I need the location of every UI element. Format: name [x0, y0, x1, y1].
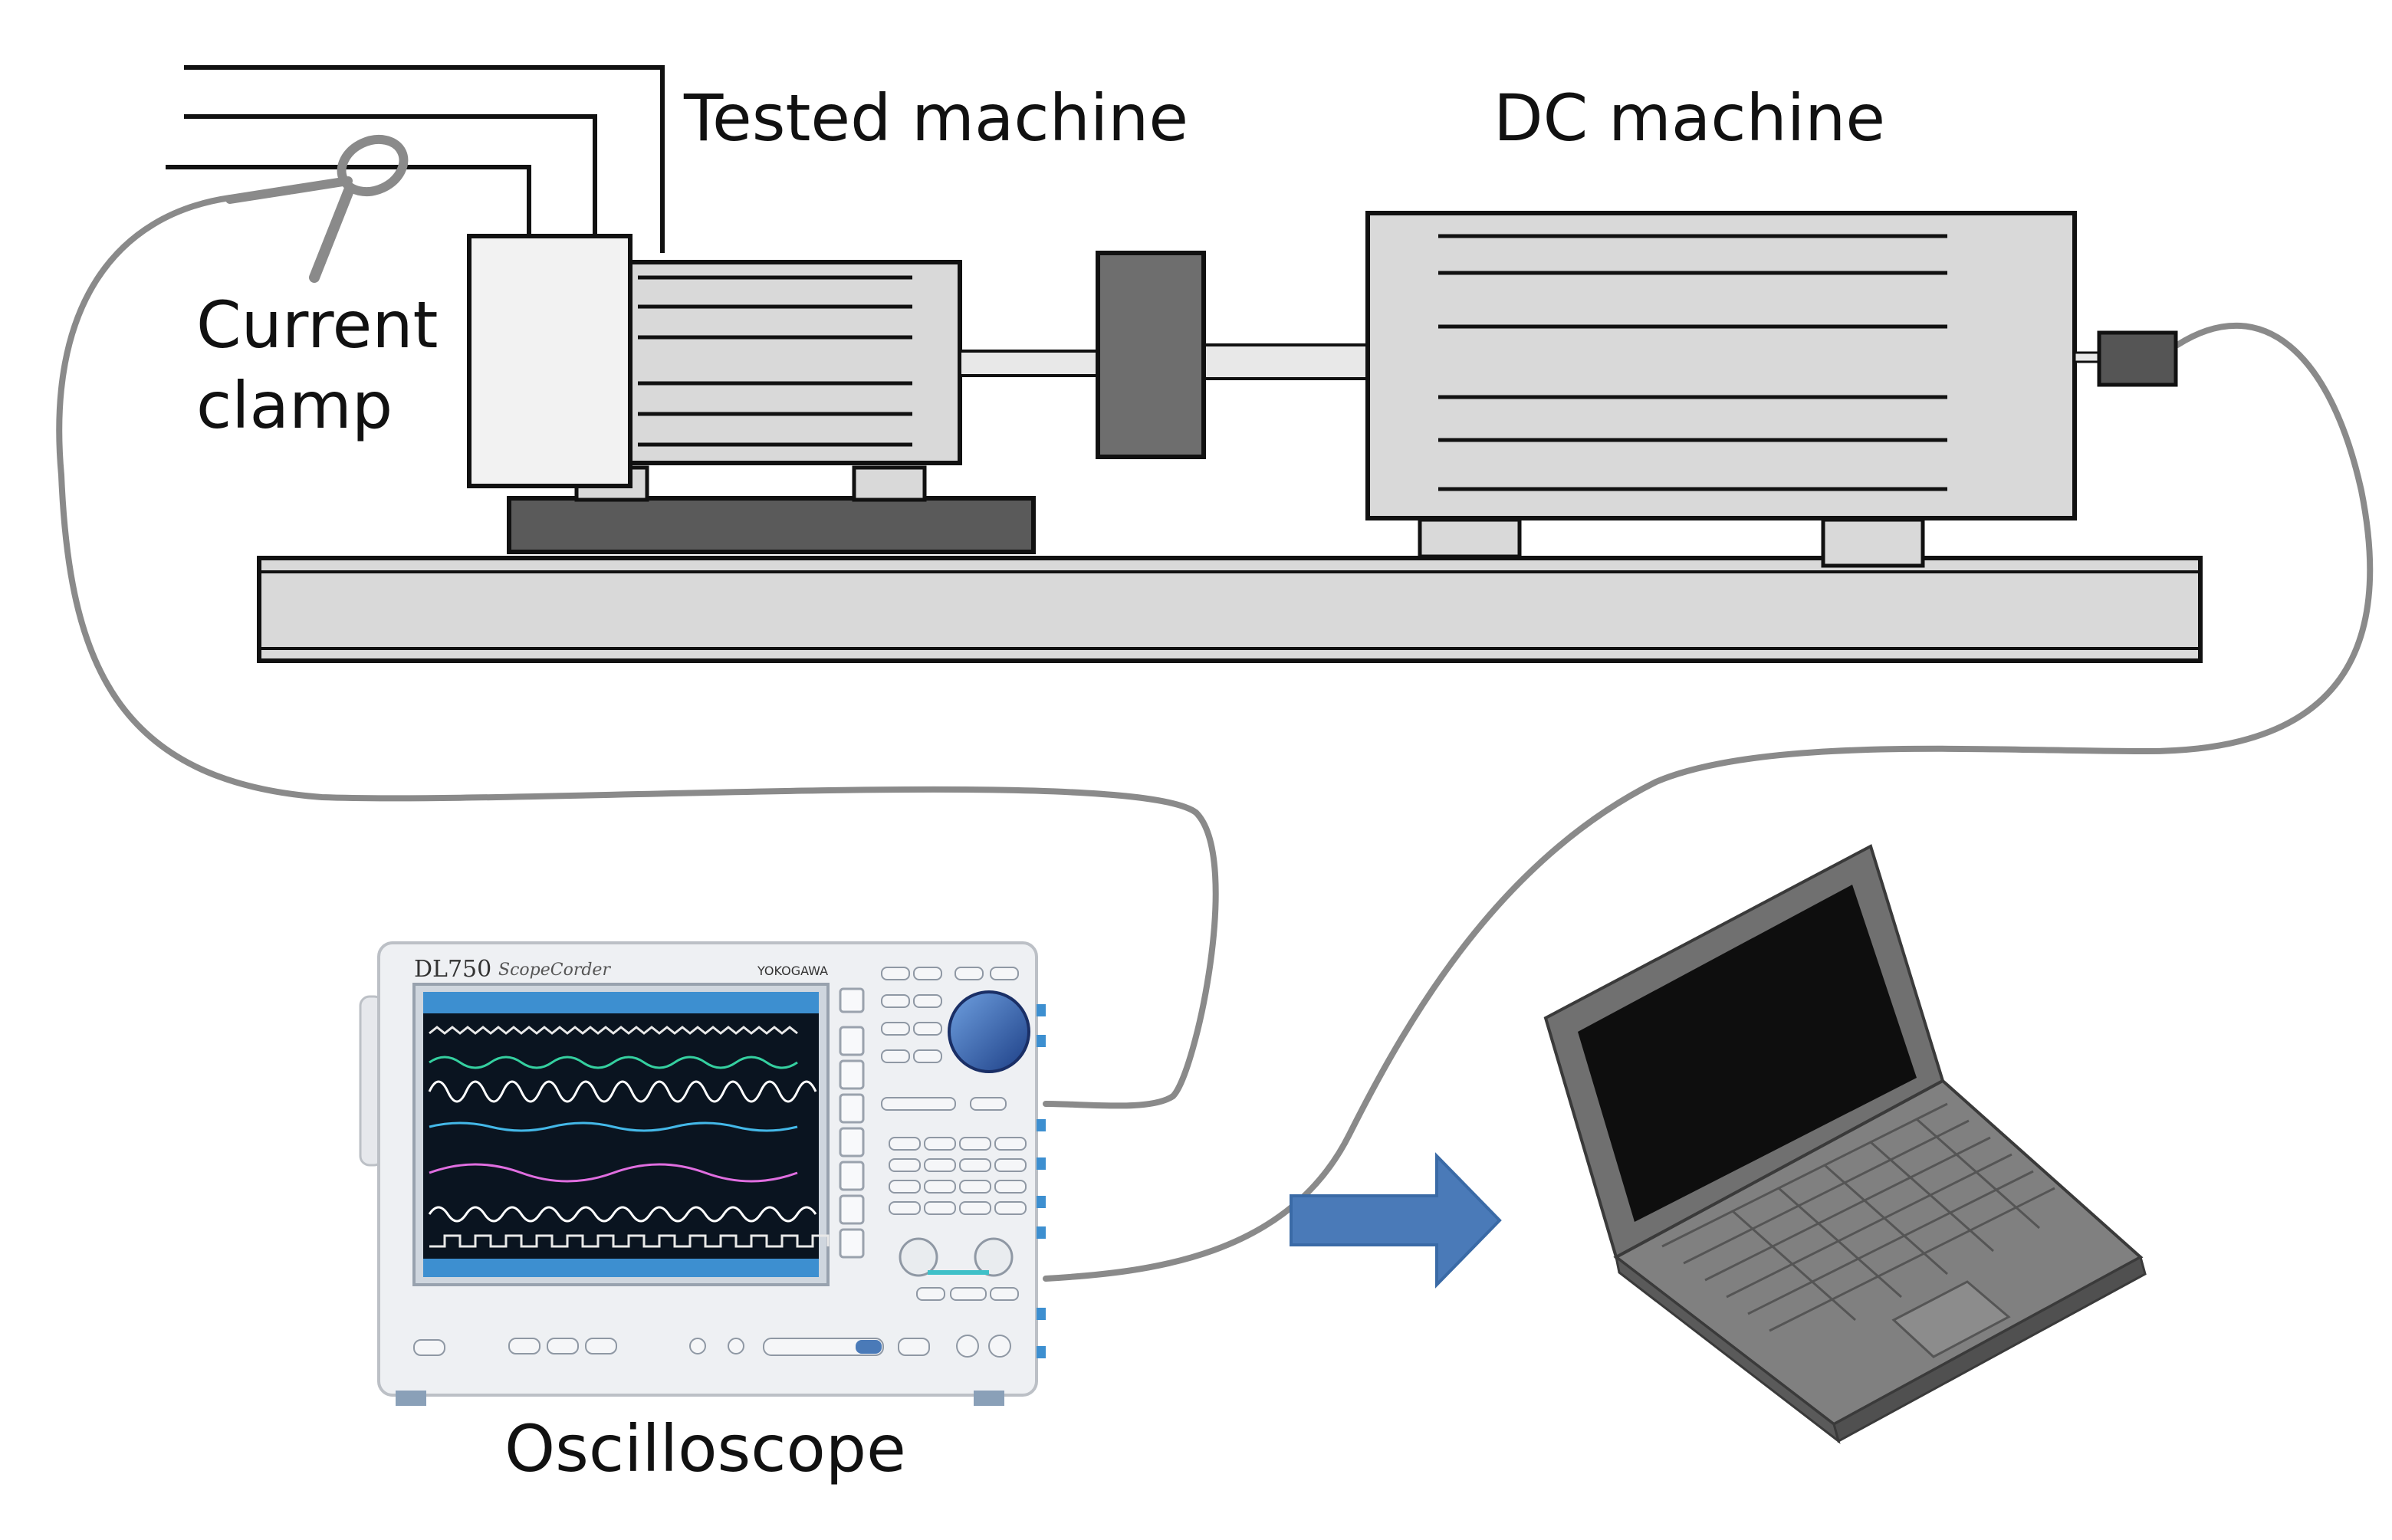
current-clamp: [225, 134, 409, 283]
tested-machine: [467, 234, 1036, 554]
shaft-coupling: [958, 251, 1371, 459]
supply-lines: [166, 65, 665, 253]
data-transfer-arrow: [1290, 1152, 1502, 1289]
tested-machine-label: Tested machine: [684, 80, 1189, 156]
base-rail: [257, 556, 2203, 663]
dc-machine-label: DC machine: [1493, 80, 1886, 156]
oscilloscope-label: Oscilloscope: [504, 1411, 906, 1486]
oscilloscope-screen: [423, 992, 819, 1277]
current-clamp-label: Current clamp: [196, 285, 439, 446]
oscilloscope: DL750 ScopeCorder YOKOGAWA: [359, 941, 1046, 1406]
oscilloscope-brand: YOKOGAWA: [757, 964, 828, 978]
oscilloscope-model: DL750: [414, 956, 491, 983]
oscilloscope-series: ScopeCorder: [498, 960, 611, 980]
current-clamp-label-line2: clamp: [196, 368, 393, 443]
cables: [56, 195, 2374, 1282]
current-clamp-label-line1: Current: [196, 287, 439, 363]
dc-machine: [1365, 211, 2178, 568]
encoder: [2097, 330, 2178, 387]
laptop-screen: [1578, 885, 1917, 1222]
oscilloscope-jog-dial: [948, 990, 1030, 1073]
laptop: [1543, 844, 2147, 1444]
